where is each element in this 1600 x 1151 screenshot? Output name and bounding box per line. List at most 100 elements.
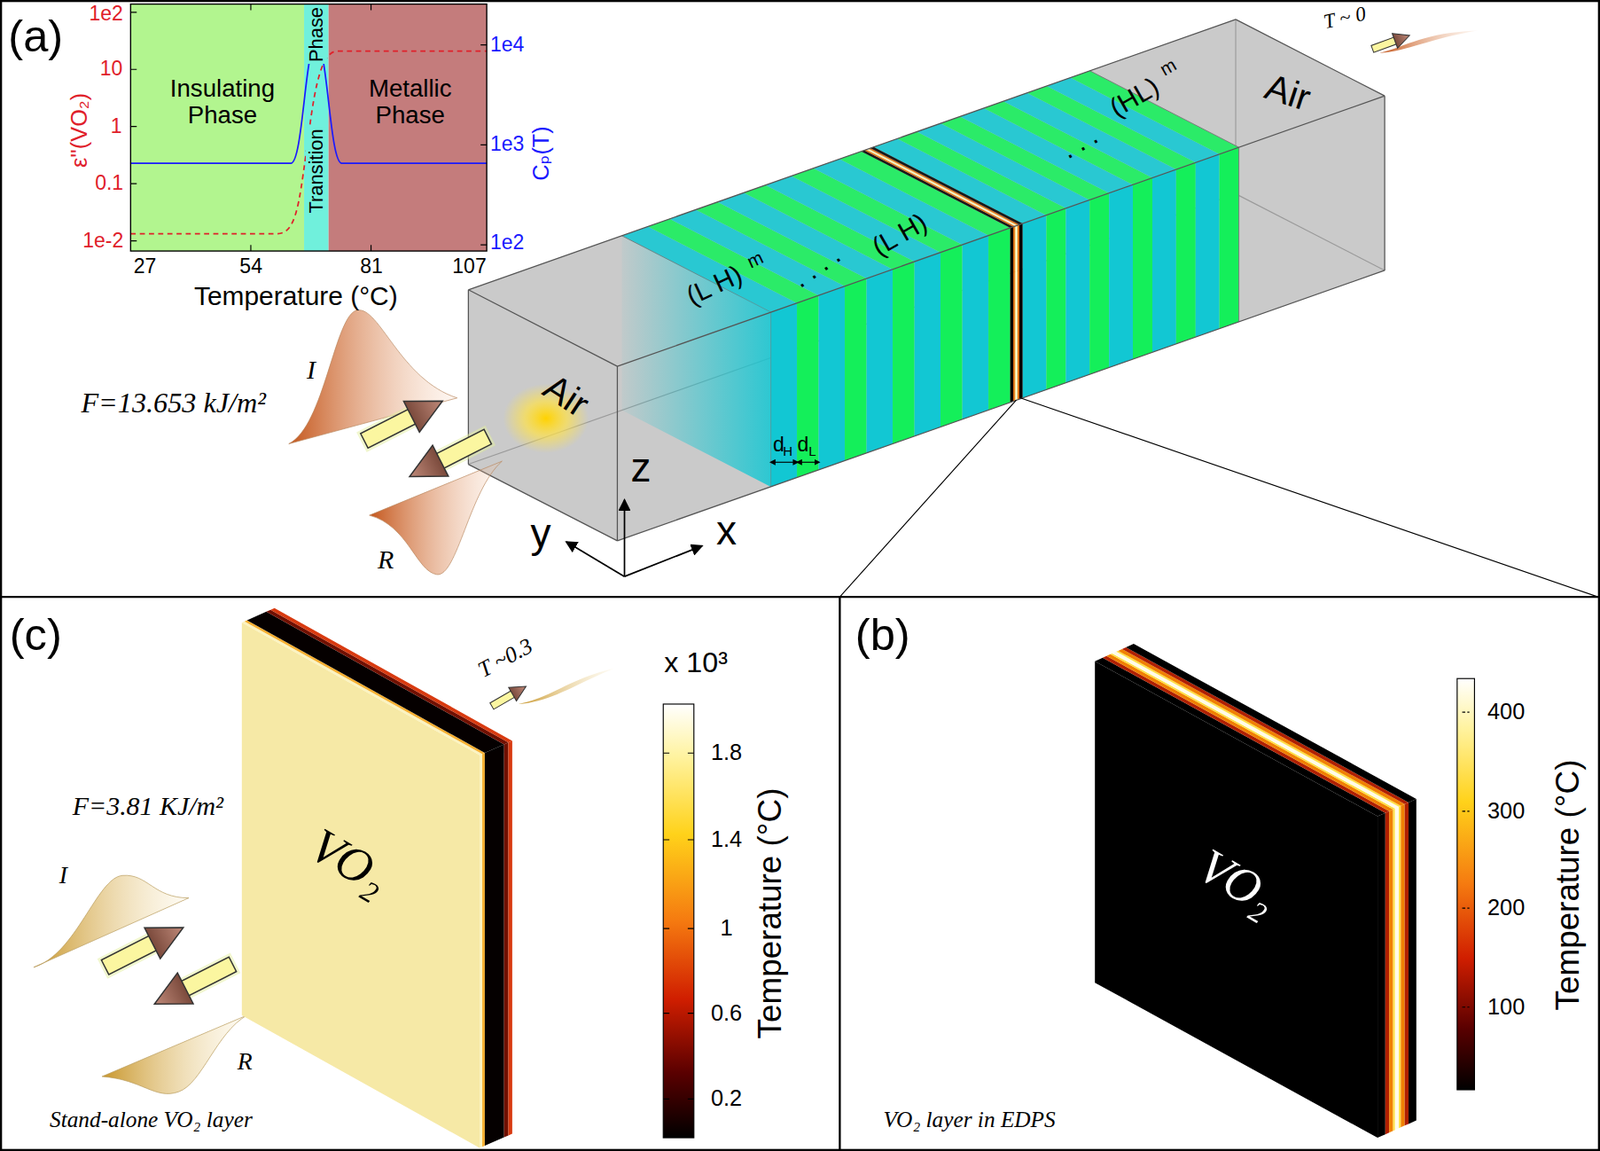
illustration-part bbox=[360, 407, 419, 448]
thickness-arrow bbox=[798, 461, 818, 463]
high-index-layer bbox=[1065, 199, 1090, 383]
slab-top-strip bbox=[270, 608, 513, 743]
low-index-layer bbox=[1176, 162, 1196, 344]
colorbar-tick: 0.2 bbox=[710, 1085, 742, 1111]
axis-tick: 27 bbox=[133, 256, 157, 279]
panel-label: (a) bbox=[7, 12, 63, 63]
slab-side-strip bbox=[504, 741, 509, 1137]
colorbar-title: Temperature (°C) bbox=[1550, 758, 1587, 1010]
vo2-defect-layer bbox=[868, 148, 1020, 226]
slab-top-strip bbox=[1116, 650, 1401, 807]
axis-tick: 1e2 bbox=[490, 231, 524, 254]
low-index-layer bbox=[1045, 208, 1066, 391]
low-index-layer bbox=[1132, 177, 1153, 360]
vo2-defect-layer bbox=[1010, 226, 1014, 403]
slab-top-strip bbox=[241, 621, 483, 756]
panel-label: (b) bbox=[855, 609, 911, 660]
illustration-part bbox=[508, 679, 531, 701]
colorbar-tick: 100 bbox=[1487, 994, 1525, 1020]
pulse-label: R bbox=[377, 544, 394, 574]
illustration-part bbox=[1371, 37, 1398, 54]
slab-top-strip bbox=[1106, 654, 1393, 812]
illustration-part bbox=[179, 956, 237, 997]
axis-title: Temperature (°C) bbox=[194, 280, 399, 311]
illustration-part bbox=[401, 444, 449, 492]
vo2-defect-layer bbox=[1013, 226, 1015, 401]
vo2-defect-layer bbox=[867, 148, 1018, 227]
slab-top-strip bbox=[1112, 651, 1399, 809]
layer-label: (L H) bbox=[867, 207, 933, 262]
axis-tick: 0.1 bbox=[94, 171, 124, 195]
slab-top-strip bbox=[1122, 647, 1409, 804]
vo2-defect-layer bbox=[1015, 225, 1018, 400]
panel-divider bbox=[0, 595, 1600, 598]
vo2-defect-layer bbox=[866, 148, 1018, 227]
illustration-part bbox=[179, 956, 237, 997]
axis-tick: 1e2 bbox=[89, 2, 124, 25]
slab-top-strip bbox=[1110, 653, 1396, 810]
region-label: Transition bbox=[305, 127, 328, 216]
colorbar-tick: 300 bbox=[1487, 798, 1525, 824]
slab-side-strip bbox=[482, 752, 485, 1147]
axis-x bbox=[624, 546, 703, 578]
slab-top-strip bbox=[265, 609, 508, 745]
pulse-label: R bbox=[237, 1047, 253, 1075]
slab-side-strip bbox=[1400, 803, 1405, 1127]
axis-title: Cₚ(T) bbox=[529, 125, 555, 180]
illustration-part bbox=[434, 429, 492, 469]
slab-side-strip bbox=[1408, 798, 1417, 1124]
panel-label: (c) bbox=[9, 609, 63, 660]
colorbar-tick: 0.6 bbox=[710, 1000, 742, 1026]
axis-name: x bbox=[716, 507, 737, 554]
illustration-part bbox=[101, 934, 159, 975]
high-index-layer bbox=[1152, 169, 1177, 352]
illustration-part bbox=[146, 972, 194, 1020]
incident-arrow bbox=[356, 385, 451, 457]
transmitted-arrow bbox=[1369, 28, 1413, 57]
material-label: VO₂ bbox=[300, 818, 398, 906]
pulse-label: I bbox=[306, 354, 316, 384]
slab-sides bbox=[241, 608, 513, 1148]
transmission-label: T ~ 0 bbox=[1321, 1, 1368, 33]
slab-front-face bbox=[241, 622, 480, 1148]
colorbar-title: Temperature (°C) bbox=[752, 787, 789, 1039]
low-index-layer bbox=[1089, 193, 1109, 375]
layer-ellipsis: . . . bbox=[1056, 120, 1103, 164]
slab-side-strip bbox=[1385, 811, 1390, 1134]
reflected-pulse bbox=[101, 1014, 247, 1093]
low-index-layer bbox=[844, 278, 867, 461]
slab-top-strip bbox=[247, 611, 505, 753]
high-index-layer bbox=[1108, 184, 1133, 367]
reflected-pulse bbox=[369, 460, 503, 575]
slab-top-strip bbox=[1102, 655, 1390, 813]
colorbar bbox=[1457, 678, 1476, 1090]
axis-tick: 107 bbox=[452, 256, 486, 279]
region-label: Air bbox=[536, 366, 596, 426]
slab-side-strip bbox=[1404, 802, 1409, 1125]
low-index-layer bbox=[988, 227, 1011, 410]
axis-tick: 1e4 bbox=[490, 33, 524, 56]
illustration-part bbox=[144, 912, 192, 960]
slab-side-strip bbox=[1398, 805, 1401, 1129]
axis-name: y bbox=[530, 509, 552, 555]
layer-ellipsis: . . . . bbox=[787, 240, 847, 294]
incident-arrow bbox=[97, 912, 192, 984]
axis-y bbox=[566, 541, 625, 577]
colorbar-tick: 200 bbox=[1487, 895, 1525, 921]
low-index-layer bbox=[1219, 147, 1240, 328]
layer-label: (L H) bbox=[681, 259, 747, 311]
vo2-defect-layer bbox=[861, 149, 1015, 227]
dimension-label: d bbox=[772, 433, 785, 456]
layer-label: (HL) bbox=[1105, 72, 1165, 125]
multilayer bbox=[622, 70, 1240, 487]
insulating-region bbox=[130, 4, 305, 251]
high-index-layer bbox=[962, 235, 989, 420]
colorbar-tick: 1 bbox=[720, 915, 734, 941]
box-edges bbox=[468, 19, 1385, 541]
axis-tick: 81 bbox=[359, 256, 383, 279]
colorbar-ticks bbox=[1462, 711, 1470, 1007]
axis-tick: 1e-2 bbox=[82, 229, 124, 252]
vo2-defect-layer bbox=[864, 149, 1015, 227]
low-index-layer bbox=[796, 295, 820, 477]
